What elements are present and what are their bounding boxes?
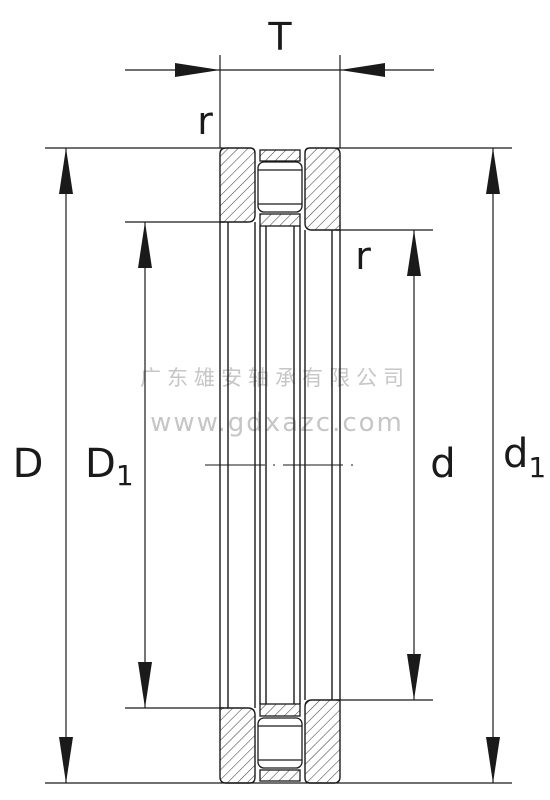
arrow-d1-top — [486, 148, 500, 194]
washer-top-left — [219, 147, 256, 223]
arrow-D1-bottom — [138, 662, 152, 708]
washer-top-right — [304, 147, 341, 231]
label-d: d — [430, 441, 455, 487]
watermark-company: 广东雄安轴承有限公司 — [140, 366, 410, 390]
roller-bottom — [257, 717, 303, 769]
arrow-d-top — [407, 230, 421, 276]
arrow-d1-bottom — [486, 737, 500, 783]
label-D1-main: D — [85, 441, 116, 487]
label-d1-main: d — [503, 431, 528, 477]
cage-top-lower-hatch — [259, 213, 301, 227]
arrow-T-left — [175, 63, 220, 77]
label-r-inner: r — [355, 234, 371, 278]
arrow-d-bottom — [407, 654, 421, 700]
label-d1: d1 — [503, 431, 546, 484]
label-D: D — [13, 441, 44, 487]
label-D1-sub: 1 — [116, 459, 134, 492]
watermark-url: www.gdxazc.com — [150, 408, 404, 438]
washer-bottom-left — [219, 707, 256, 784]
arrow-T-right — [340, 63, 385, 77]
cage-bottom-hatch — [259, 703, 301, 717]
label-r-top: r — [197, 99, 213, 143]
roller-top — [257, 161, 303, 213]
washer-bottom-right — [304, 699, 341, 784]
cage-top-hatch — [259, 149, 301, 162]
arrow-D-bottom — [59, 737, 73, 783]
label-D1: D1 — [85, 441, 134, 492]
cage-bottom-lower-hatch — [259, 769, 301, 782]
arrow-D1-top — [138, 222, 152, 268]
label-d1-sub: 1 — [528, 451, 546, 484]
label-T: T — [267, 15, 292, 59]
arrow-D-top — [59, 148, 73, 194]
